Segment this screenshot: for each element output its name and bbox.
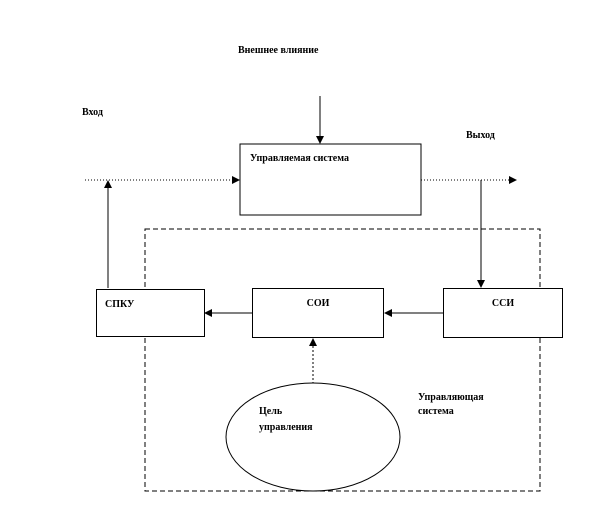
- managing-system-label-line2: система: [418, 406, 454, 417]
- soi-block: СОИ: [252, 288, 384, 338]
- goal-ellipse: [225, 382, 401, 492]
- goal-label-line1: Цель: [259, 406, 283, 417]
- managed-system-box: [239, 143, 422, 216]
- spku-label: СПКУ: [105, 299, 135, 310]
- goal-label-line2: управления: [259, 422, 313, 433]
- soi-label: СОИ: [306, 298, 330, 309]
- external-influence-label: Внешнее влияние: [238, 45, 319, 56]
- ssi-block: ССИ: [443, 288, 563, 338]
- output-label: Выход: [466, 130, 495, 141]
- managing-system-label-line1: Управляющая: [418, 392, 484, 403]
- input-label: Вход: [82, 107, 103, 118]
- spku-block: СПКУ: [96, 289, 205, 337]
- managed-system-label: Управляемая система: [250, 153, 349, 164]
- ssi-label: ССИ: [491, 298, 515, 309]
